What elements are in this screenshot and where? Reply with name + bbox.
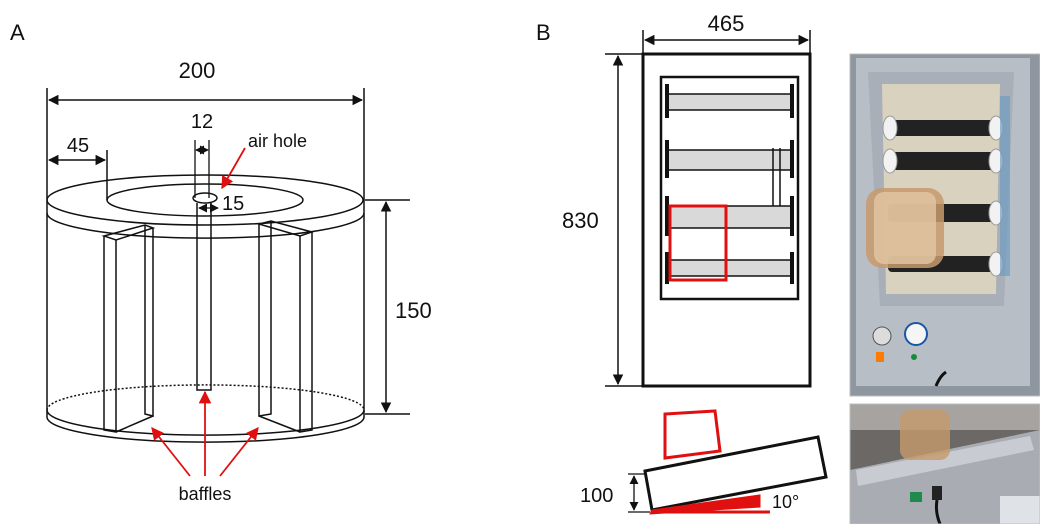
baffles-arrows <box>151 390 259 477</box>
baffle-left <box>101 224 156 433</box>
device-photo-side <box>849 403 1040 524</box>
airhole-arrow <box>221 147 246 190</box>
baffle-right <box>256 220 315 433</box>
baffle-center <box>196 203 212 391</box>
dim-width-b-text: 465 <box>708 11 745 36</box>
dim-gap-a <box>47 150 108 200</box>
dim-width-a-text: 200 <box>179 58 216 83</box>
airhole-label: air hole <box>248 131 307 151</box>
dim-height-a <box>365 199 410 415</box>
dim-lift <box>628 473 650 513</box>
device-photo-top <box>849 53 1040 397</box>
dim-height-a-text: 150 <box>395 298 432 323</box>
dim-height-b <box>605 53 643 387</box>
dim-height-b-text: 830 <box>562 208 599 233</box>
dim-hole-a <box>194 140 210 198</box>
roller-4 <box>665 252 794 284</box>
angle-label: 10° <box>772 492 799 512</box>
device-side-view <box>643 409 828 515</box>
panel-b-label: B <box>536 20 551 45</box>
baffles-label: baffles <box>179 484 232 504</box>
dim-lift-text: 100 <box>580 485 613 507</box>
roller-1 <box>665 84 794 118</box>
dim-width-b <box>642 30 811 54</box>
roller-3 <box>665 196 794 236</box>
cylinder <box>46 174 365 443</box>
dim-gap-a-text: 45 <box>67 135 89 157</box>
panel-a-label: A <box>10 20 25 45</box>
dim-width-a <box>46 88 365 200</box>
dim-airhole-text: 15 <box>222 193 244 215</box>
vessel-top-outline <box>668 204 728 282</box>
dim-hole-a-text: 12 <box>191 111 213 133</box>
